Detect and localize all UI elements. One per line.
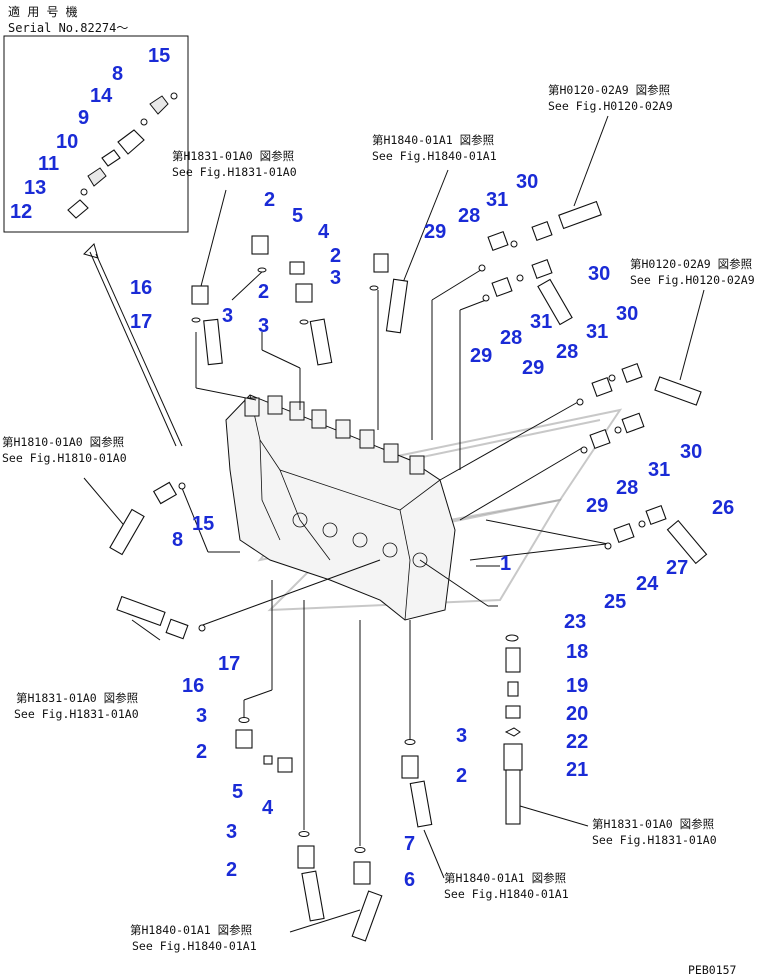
ref-note-en: See Fig.H1810-01A0 [2, 451, 127, 465]
ref-note-jp: 第H1840-01A1 図参照 [130, 923, 252, 937]
callout-number: 16 [130, 277, 152, 299]
callout-number: 3 [258, 315, 269, 337]
callout-number: 31 [486, 189, 508, 211]
callout-number: 29 [424, 221, 446, 243]
callout-numbers: 15 8 14 9 10 11 13 12 2 5 4 2 3 16 3 2 1… [10, 45, 734, 891]
callout-number: 8 [172, 529, 183, 551]
ref-note-en: See Fig.H1840-01A1 [132, 939, 257, 953]
ref-note-jp: 第H1831-01A0 図参照 [16, 691, 138, 705]
callout-number: 31 [530, 311, 552, 333]
callout-number: 29 [586, 495, 608, 517]
reference-notes: 第H0120-02A9 図参照 See Fig.H0120-02A9 第H184… [2, 83, 755, 953]
ref-note-jp: 第H1810-01A0 図参照 [2, 435, 124, 449]
callout-number: 1 [500, 553, 511, 575]
ref-note-jp: 第H1831-01A0 図参照 [172, 149, 294, 163]
callout-number: 5 [232, 781, 243, 803]
callout-number: 3 [222, 305, 233, 327]
callout-number: 29 [522, 357, 544, 379]
callout-number: 21 [566, 759, 588, 781]
callout-number: 31 [648, 459, 670, 481]
callout-number: 20 [566, 703, 588, 725]
callout-number: 28 [458, 205, 480, 227]
callout-number: 14 [90, 85, 113, 107]
callout-number: 18 [566, 641, 588, 663]
callout-number: 22 [566, 731, 588, 753]
callout-number: 4 [262, 797, 274, 819]
applicable-model-label: 適 用 号 機 [8, 4, 78, 19]
ref-note-en: See Fig.H1831-01A0 [172, 165, 297, 179]
callout-number: 28 [500, 327, 522, 349]
ref-note-en: See Fig.H0120-02A9 [548, 99, 673, 113]
callout-number: 3 [196, 705, 207, 727]
callout-number: 8 [112, 63, 123, 85]
callout-number: 15 [148, 45, 170, 67]
serial-number-label: Serial No.82274～ [8, 21, 128, 35]
callout-number: 31 [586, 321, 608, 343]
callout-number: 9 [78, 107, 89, 129]
callout-number: 28 [616, 477, 638, 499]
callout-number: 2 [264, 189, 275, 211]
callout-number: 5 [292, 205, 303, 227]
callout-number: 7 [404, 833, 415, 855]
ref-note-en: See Fig.H1831-01A0 [14, 707, 139, 721]
ref-note-jp: 第H1840-01A1 図参照 [444, 871, 566, 885]
ref-note-en: See Fig.H1840-01A1 [372, 149, 497, 163]
callout-number: 12 [10, 201, 32, 223]
callout-number: 16 [182, 675, 204, 697]
callout-number: 2 [226, 859, 237, 881]
callout-number: 2 [330, 245, 341, 267]
callout-number: 2 [196, 741, 207, 763]
callout-number: 6 [404, 869, 415, 891]
callout-number: 30 [516, 171, 538, 193]
ref-note-jp: 第H0120-02A9 図参照 [548, 83, 670, 97]
callout-number: 3 [330, 267, 341, 289]
callout-number: 4 [318, 221, 330, 243]
figure-code: PEB0157 [688, 963, 737, 976]
callout-number: 3 [456, 725, 467, 747]
callout-number: 24 [636, 573, 659, 595]
inset-to-valve-arrow [83, 243, 183, 447]
callout-number: 13 [24, 177, 46, 199]
callout-number: 30 [588, 263, 610, 285]
callout-number: 27 [666, 557, 688, 579]
callout-number: 30 [680, 441, 702, 463]
callout-number: 26 [712, 497, 734, 519]
leader-lines [83, 115, 705, 933]
ref-note-jp: 第H1840-01A1 図参照 [372, 133, 494, 147]
inset-fitting-chain [67, 92, 178, 219]
callout-number: 11 [38, 153, 59, 175]
callout-number: 10 [56, 131, 78, 153]
callout-number: 28 [556, 341, 578, 363]
callout-number: 15 [192, 513, 214, 535]
callout-number: 17 [218, 653, 240, 675]
control-valve-body [225, 394, 456, 621]
ref-note-en: See Fig.H1840-01A1 [444, 887, 569, 901]
ref-note-en: See Fig.H0120-02A9 [630, 273, 755, 287]
callout-number: 30 [616, 303, 638, 325]
ref-note-jp: 第H0120-02A9 図参照 [630, 257, 752, 271]
ref-note-jp: 第H1831-01A0 図参照 [592, 817, 714, 831]
callout-number: 19 [566, 675, 588, 697]
callout-number: 2 [258, 281, 269, 303]
inset-frame [3, 35, 189, 233]
callout-number: 3 [226, 821, 237, 843]
callout-number: 29 [470, 345, 492, 367]
fittings [109, 200, 708, 942]
ref-note-en: See Fig.H1831-01A0 [592, 833, 717, 847]
callout-number: 2 [456, 765, 467, 787]
callout-number: 23 [564, 611, 586, 633]
callout-number: 17 [130, 311, 152, 333]
callout-number: 25 [604, 591, 626, 613]
